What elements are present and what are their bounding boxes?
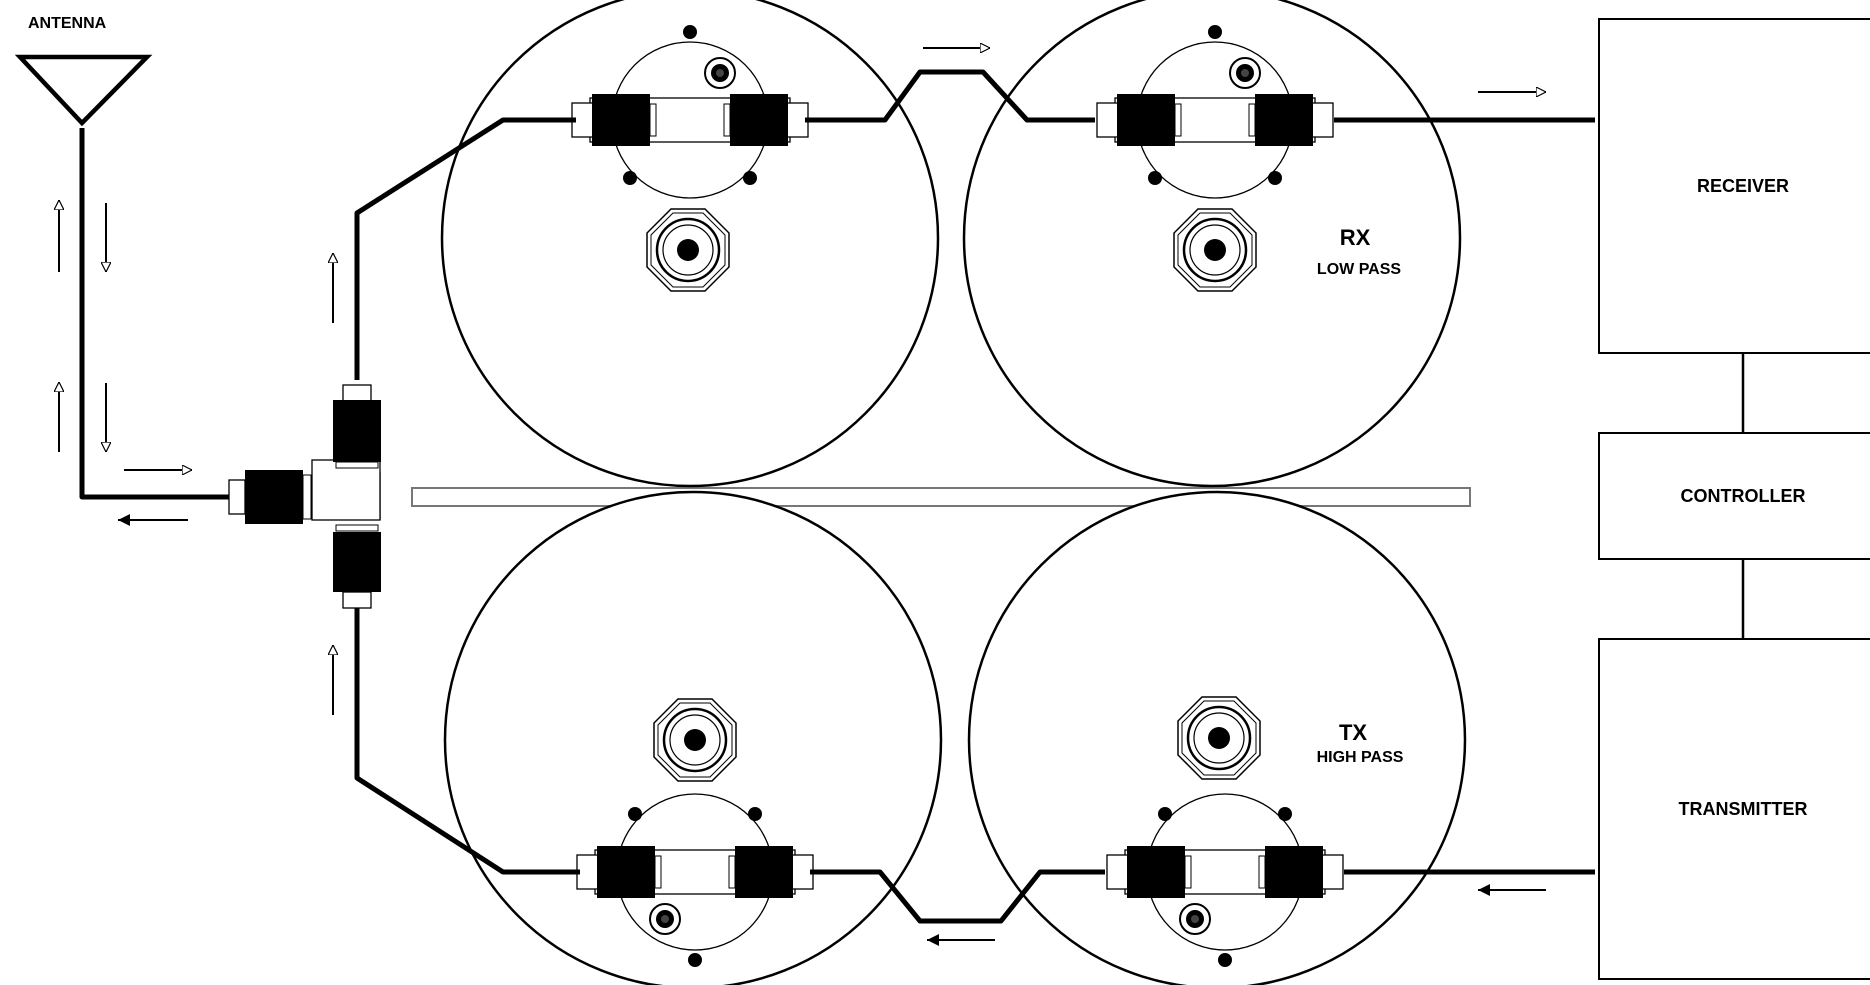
rx-cavity-2 bbox=[962, 0, 1462, 488]
antenna-label: ANTENNA bbox=[28, 15, 107, 32]
antenna-icon bbox=[14, 54, 153, 127]
tee-connector bbox=[228, 384, 381, 609]
receiver-block: RECEIVER bbox=[1598, 18, 1870, 354]
signal-flow-arrows bbox=[59, 48, 1546, 946]
tuning-nut-icon bbox=[1176, 695, 1262, 781]
rx-filter-type-label: LOW PASS bbox=[1317, 261, 1401, 278]
transmitter-label: TRANSMITTER bbox=[1678, 798, 1808, 819]
tuning-nut-icon bbox=[652, 697, 738, 783]
transmitter-block: TRANSMITTER bbox=[1598, 638, 1870, 980]
receiver-label: RECEIVER bbox=[1696, 175, 1790, 196]
divider-bar bbox=[411, 487, 1471, 507]
tx-cavity-2 bbox=[967, 490, 1467, 985]
coax-cables bbox=[79, 69, 1595, 924]
tx-label: TX bbox=[1339, 720, 1367, 745]
tx-cavity-1 bbox=[443, 490, 943, 985]
tuning-nut-icon bbox=[1172, 207, 1258, 293]
controller-label: CONTROLLER bbox=[1680, 485, 1806, 506]
tuning-nut-icon bbox=[645, 207, 731, 293]
tx-filter-type-label: HIGH PASS bbox=[1317, 749, 1404, 766]
rx-label: RX bbox=[1340, 225, 1371, 250]
controller-block: CONTROLLER bbox=[1598, 432, 1870, 560]
rx-cavity-1 bbox=[440, 0, 940, 488]
